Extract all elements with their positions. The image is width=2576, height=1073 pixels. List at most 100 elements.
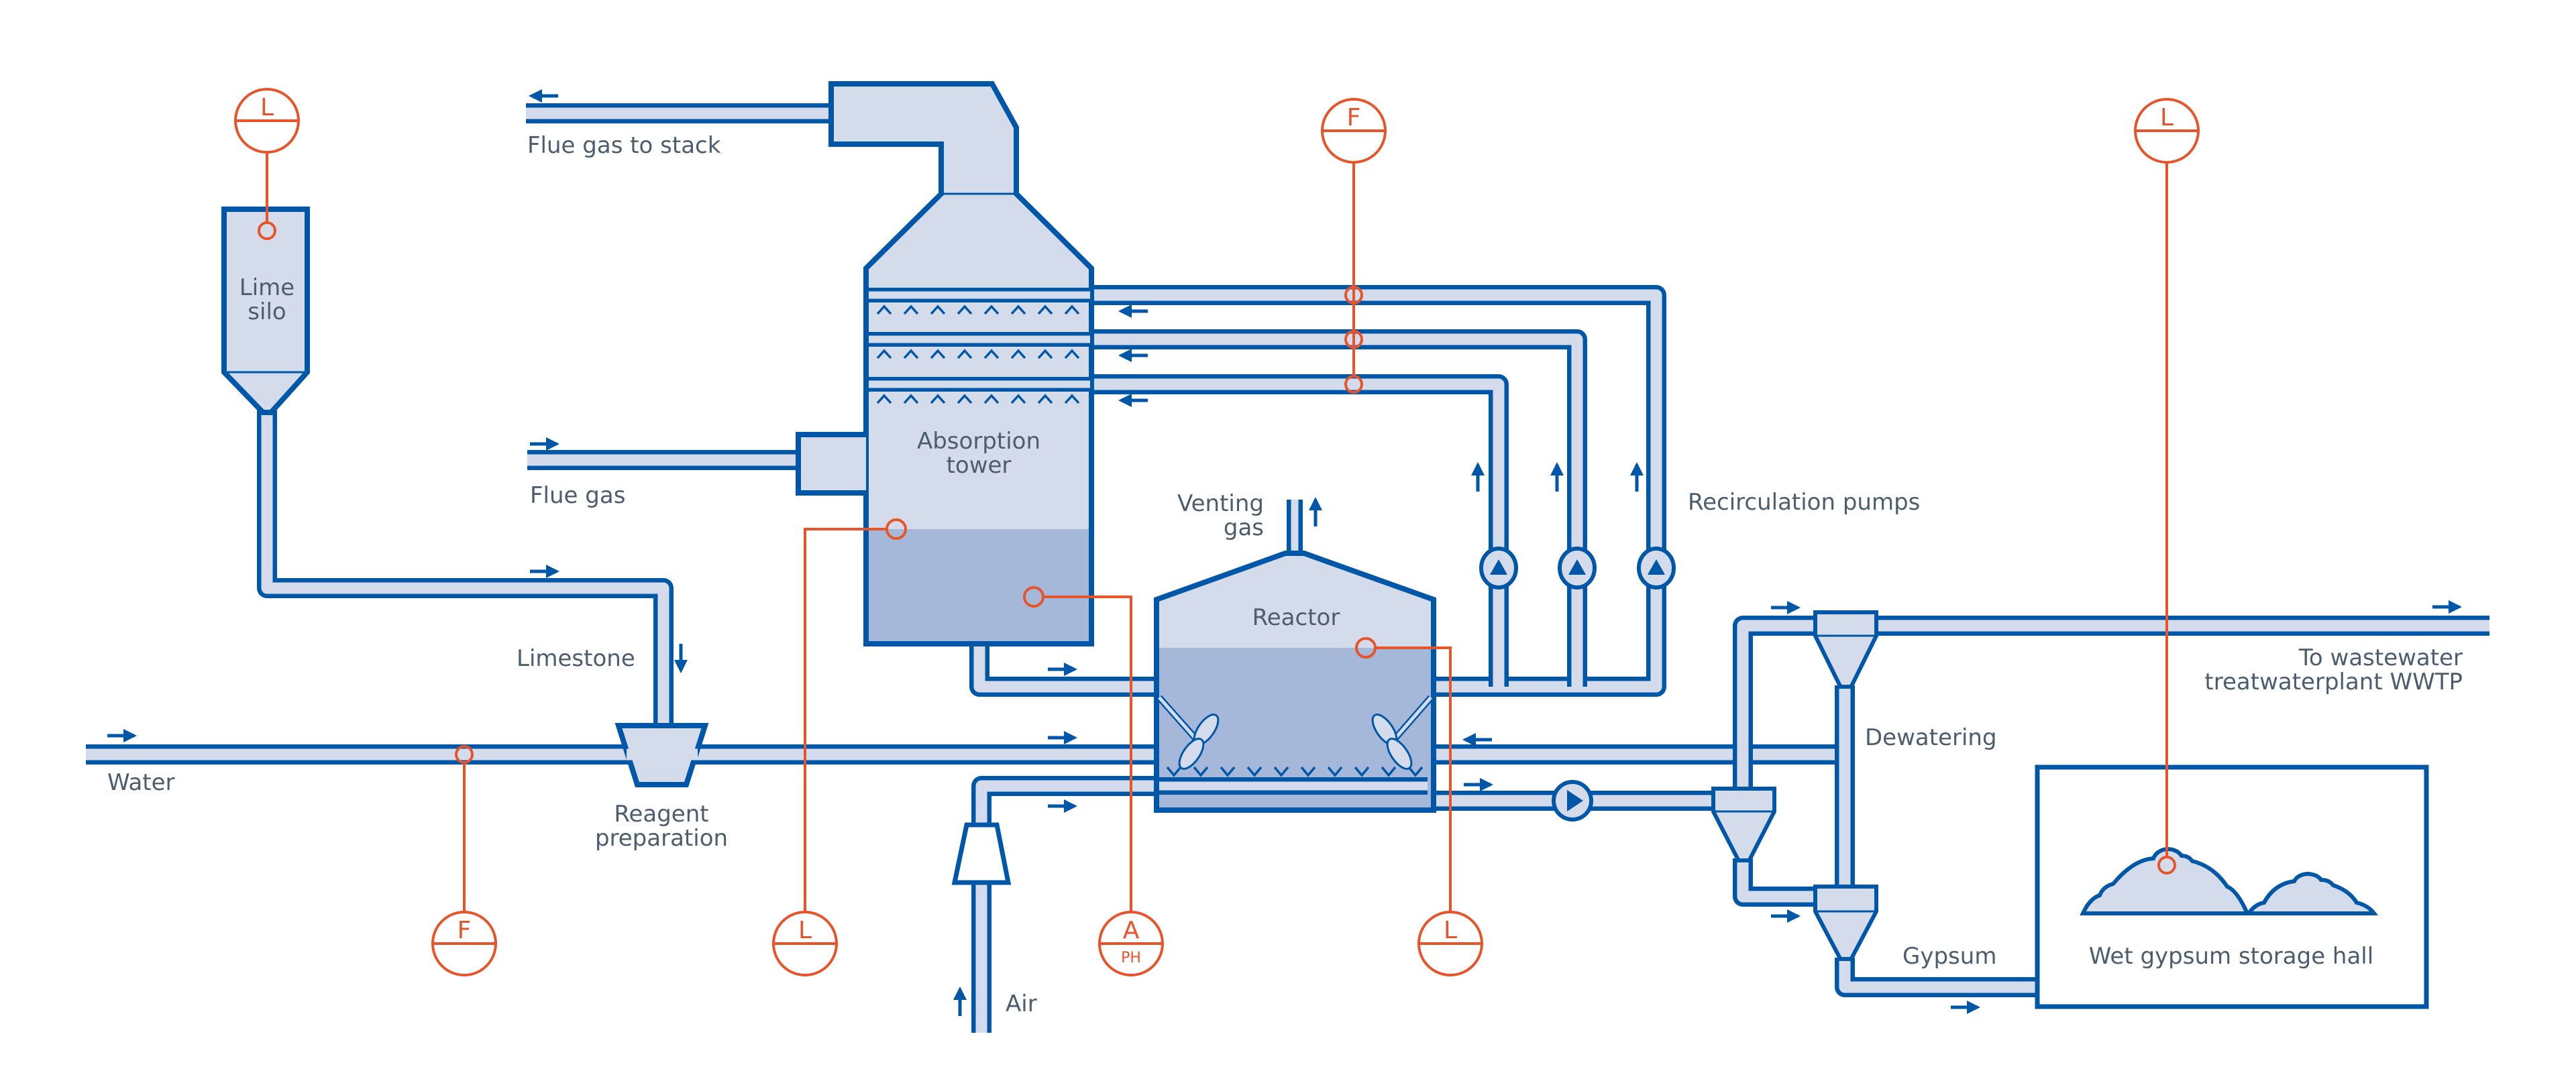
spray-nozzle-icon xyxy=(1010,394,1026,404)
label-reagent-2: preparation xyxy=(595,825,728,852)
instrument-lines xyxy=(258,152,2176,911)
instrument-water-flow[interactable]: F xyxy=(431,911,497,976)
label-wwtp-2: treatwaterplant WWTP xyxy=(2204,669,2463,695)
spray-nozzle-icon xyxy=(983,394,1000,404)
recirculation-pump[interactable] xyxy=(1637,547,1676,589)
sparger-nozzle-icon xyxy=(1381,766,1397,777)
label-flue-gas: Flue gas xyxy=(530,482,625,509)
spray-nozzle-icon xyxy=(876,394,892,404)
sparger-nozzle-icon xyxy=(1193,766,1209,777)
flow-arrows xyxy=(107,89,2462,1016)
labels: Flue gas to stack Flue gas Venting gas R… xyxy=(107,132,2463,1017)
absorption-tower-label-2: tower xyxy=(947,452,1012,479)
spray-nozzle-icon xyxy=(957,394,973,404)
hydrocyclone xyxy=(1711,787,1776,862)
pump-direction-icon xyxy=(1567,790,1583,811)
spray-nozzle-icon xyxy=(903,304,919,315)
pump-direction-icon xyxy=(1648,559,1665,575)
hydrocyclone xyxy=(1813,610,1878,689)
sparger-nozzle-icon xyxy=(1246,766,1263,777)
spray-nozzle-icon xyxy=(1064,304,1080,315)
spray-nozzle-icon xyxy=(930,394,946,404)
spray-nozzle-icon xyxy=(930,349,946,359)
pipe-tower-to-reactor xyxy=(969,642,1159,697)
label-recirculation-pumps: Recirculation pumps xyxy=(1688,489,1920,516)
instrument-letter: F xyxy=(1347,104,1361,131)
spray-nozzle-icon xyxy=(930,304,946,315)
sparger-nozzle-icon xyxy=(1327,766,1343,777)
sparger-nozzles xyxy=(1166,766,1424,777)
spray-nozzle-icon xyxy=(1010,304,1026,315)
label-gypsum: Gypsum xyxy=(1902,943,1996,970)
lime-silo-label-1: Lime xyxy=(239,274,294,301)
flue-gas-inlet-box xyxy=(796,432,866,496)
spray-nozzle-icon xyxy=(1064,349,1080,359)
label-limestone: Limestone xyxy=(517,645,635,672)
label-water: Water xyxy=(107,769,175,796)
instrument-sub-label: PH xyxy=(1121,950,1141,966)
wet-gypsum-storage-hall: Wet gypsum storage hall xyxy=(2035,765,2429,1009)
spray-nozzle-icon xyxy=(1037,304,1053,315)
air-blower xyxy=(951,822,1012,885)
label-venting-gas-2: gas xyxy=(1224,514,1264,541)
lime-silo-label-2: silo xyxy=(248,298,286,325)
agitator-right xyxy=(1371,695,1434,770)
spray-nozzle-icon xyxy=(1037,349,1053,359)
pipe-limestone xyxy=(257,410,674,728)
spray-nozzles xyxy=(876,304,1080,404)
instrument-letter: A xyxy=(1123,917,1140,944)
spray-nozzle-icon xyxy=(1037,394,1053,404)
reactor: Reactor xyxy=(1154,551,1436,813)
spray-nozzle-icon xyxy=(983,304,1000,315)
instrument-letter: L xyxy=(2160,104,2174,131)
absorption-tower-label-1: Absorption xyxy=(917,428,1040,455)
reactor-label: Reactor xyxy=(1252,604,1340,631)
sparger-nozzle-icon xyxy=(1300,766,1316,777)
storage-hall-label: Wet gypsum storage hall xyxy=(2089,943,2373,970)
instrument-tower-level[interactable]: L xyxy=(772,911,838,976)
sparger-nozzle-icon xyxy=(1354,766,1370,777)
lime-silo: Lime silo xyxy=(221,207,310,415)
recirculation-pump[interactable] xyxy=(1479,547,1518,589)
spray-nozzle-icon xyxy=(983,349,1000,359)
label-flue-gas-to-stack: Flue gas to stack xyxy=(527,132,721,159)
pipe-air xyxy=(971,776,1428,1033)
recirculation-pump[interactable] xyxy=(1558,547,1597,589)
instrument-letter: F xyxy=(458,917,472,944)
recirculation-pumps xyxy=(1479,547,1676,589)
gypsum-pile-small xyxy=(2245,871,2379,915)
spray-nozzle-icon xyxy=(876,304,892,315)
spray-nozzle-icon xyxy=(876,349,892,359)
spray-nozzle-icon xyxy=(1064,394,1080,404)
agitator-left xyxy=(1157,695,1220,770)
instrument-letter: L xyxy=(798,917,812,944)
label-air: Air xyxy=(1006,991,1037,1017)
spray-nozzle-icon xyxy=(1010,349,1026,359)
instrument-lime-silo-level[interactable]: L xyxy=(234,88,300,154)
pipe-dewatering-network xyxy=(1733,616,2489,997)
label-dewatering: Dewatering xyxy=(1865,724,1997,751)
absorption-tower: Absorption tower xyxy=(828,81,1094,646)
pump-direction-icon xyxy=(1490,559,1507,575)
instrument-tower-ph[interactable]: A PH xyxy=(1098,911,1164,976)
instrument-storage-level[interactable]: L xyxy=(2134,98,2200,164)
instrument-letter: L xyxy=(260,94,274,121)
label-reagent-1: Reagent xyxy=(614,801,708,828)
slurry-pump[interactable] xyxy=(1552,780,1593,822)
instrument-spray-flow[interactable]: F xyxy=(1321,98,1387,164)
label-wwtp-1: To wastewater xyxy=(2298,644,2463,671)
instrument-reactor-level[interactable]: L xyxy=(1417,911,1483,976)
sparger-nozzle-icon xyxy=(1407,766,1424,777)
spray-nozzle-icon xyxy=(957,304,973,315)
pump-direction-icon xyxy=(1568,559,1586,575)
sparger-nozzle-icon xyxy=(1220,766,1236,777)
label-venting-gas-1: Venting xyxy=(1177,490,1264,517)
hydrocyclones xyxy=(1711,610,1878,961)
spray-nozzle-icon xyxy=(903,394,919,404)
spray-nozzle-icon xyxy=(957,349,973,359)
instrument-letter: L xyxy=(1444,917,1457,944)
reagent-preparation-tank xyxy=(614,723,709,787)
spray-headers xyxy=(869,288,1090,392)
hydrocyclone xyxy=(1813,885,1878,961)
